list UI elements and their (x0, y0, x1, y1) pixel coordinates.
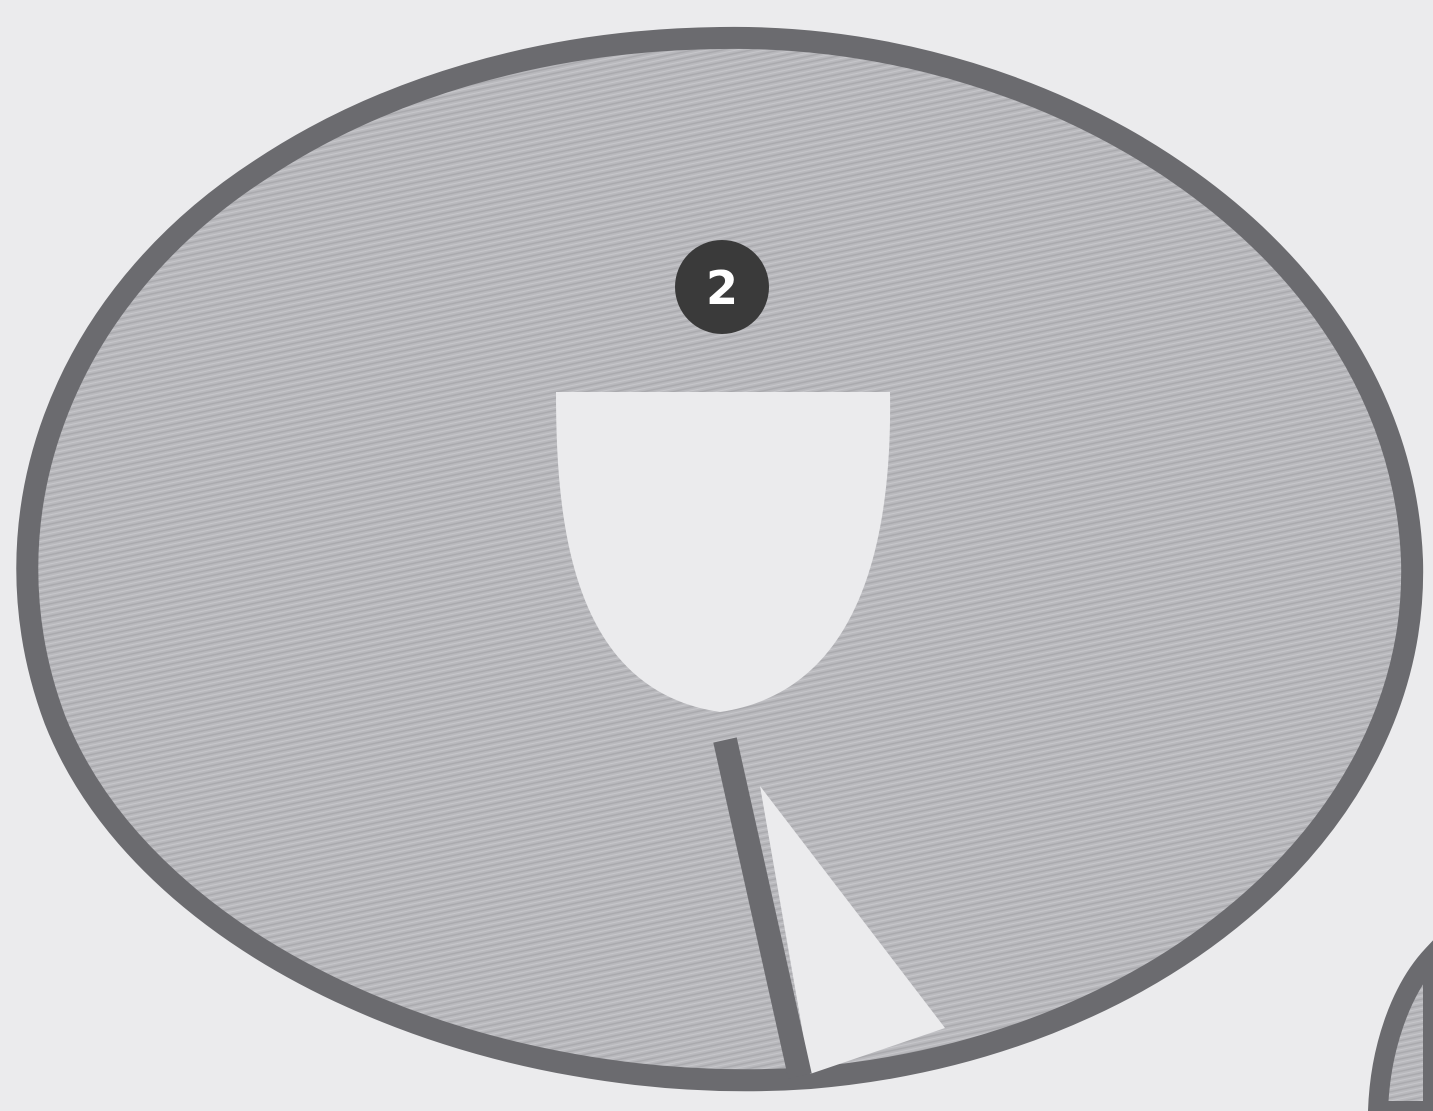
step-badge: 2 (675, 240, 769, 334)
step-number: 2 (706, 261, 738, 315)
